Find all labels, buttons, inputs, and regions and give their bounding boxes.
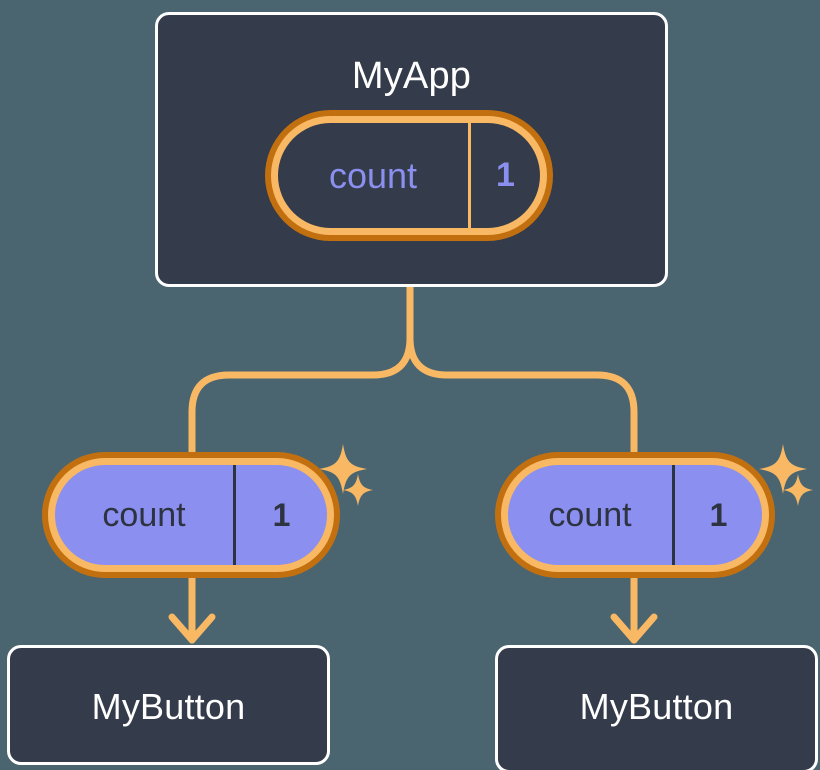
state-pill-child-left[interactable]: count 1 bbox=[42, 452, 340, 578]
state-pill-ring: count 1 bbox=[48, 458, 334, 572]
state-value-label: 1 bbox=[233, 465, 327, 565]
component-box-mybutton-right[interactable]: MyButton bbox=[495, 645, 818, 770]
state-value-label: 1 bbox=[468, 123, 540, 228]
tree-connector-path-right bbox=[406, 334, 638, 456]
arrow-head-left bbox=[168, 613, 216, 644]
state-value-label: 1 bbox=[672, 465, 762, 565]
state-pill-ring: count 1 bbox=[501, 458, 769, 572]
state-pill-myapp[interactable]: count 1 bbox=[265, 110, 553, 241]
sparkle-icon-small bbox=[343, 474, 373, 506]
component-box-myapp[interactable]: MyApp bbox=[155, 12, 668, 287]
state-key-label: count bbox=[548, 495, 632, 534]
state-pill-ring: count 1 bbox=[271, 116, 547, 235]
arrow-head-right bbox=[610, 613, 658, 644]
component-box-mybutton-left[interactable]: MyButton bbox=[7, 645, 330, 765]
sparkle-icon-small bbox=[783, 474, 813, 506]
component-title: MyButton bbox=[91, 686, 246, 727]
component-title: MyButton bbox=[579, 686, 734, 727]
tree-connector-path bbox=[188, 283, 414, 456]
state-pill-body: count 1 bbox=[55, 465, 327, 565]
state-pill-body: count 1 bbox=[278, 123, 540, 228]
page-title: MyApp bbox=[351, 55, 472, 97]
state-key-label: count bbox=[102, 495, 186, 534]
state-pill-body: count 1 bbox=[508, 465, 762, 565]
state-key-label: count bbox=[328, 154, 418, 196]
state-pill-child-right[interactable]: count 1 bbox=[495, 452, 775, 578]
